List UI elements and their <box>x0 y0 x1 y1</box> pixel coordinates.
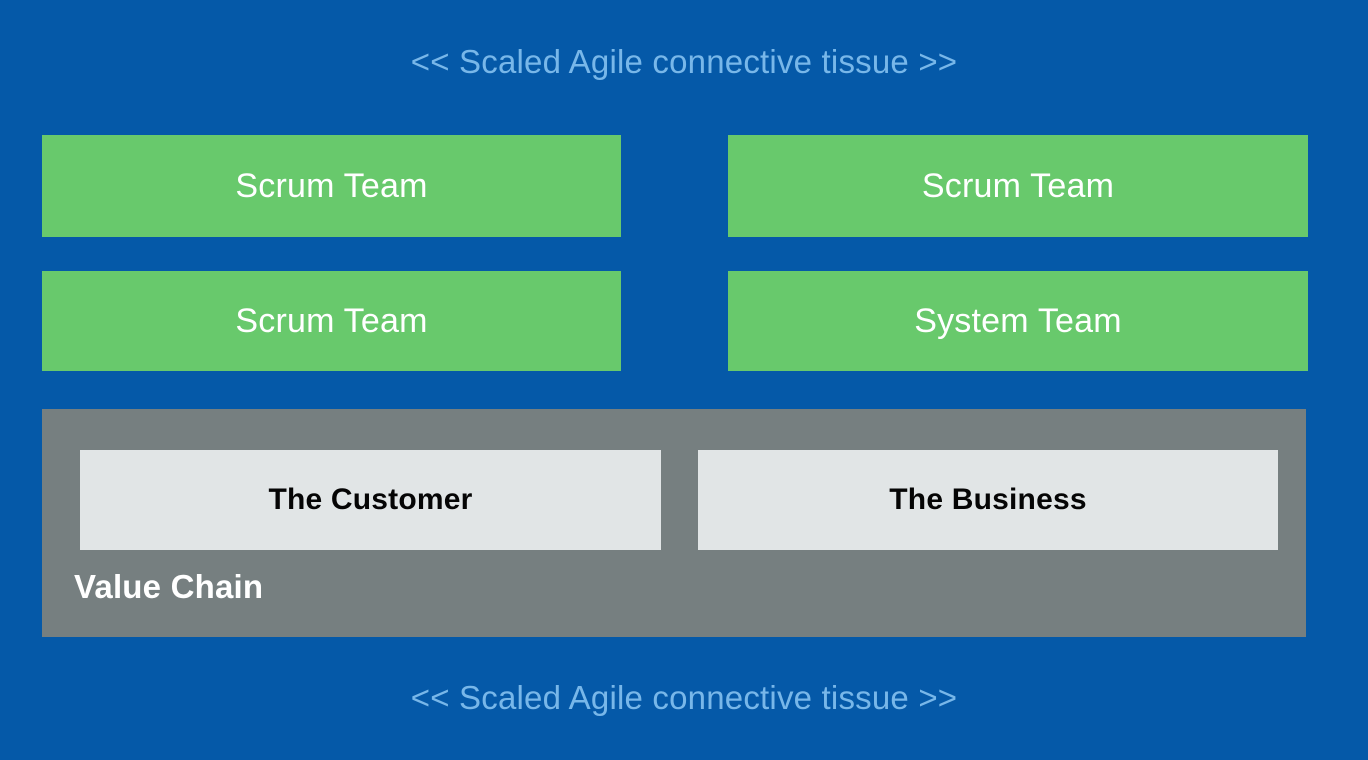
team-box-label: Scrum Team <box>235 166 428 205</box>
team-box-scrum-team-top-left[interactable]: Scrum Team <box>42 135 621 237</box>
team-box-scrum-team-bottom-left[interactable]: Scrum Team <box>42 271 621 371</box>
team-box-scrum-team-top-right[interactable]: Scrum Team <box>728 135 1308 237</box>
entity-box-the-customer[interactable]: The Customer <box>80 450 661 550</box>
entity-box-label: The Customer <box>268 483 473 516</box>
team-box-label: Scrum Team <box>921 166 1115 205</box>
connective-tissue-caption-bottom: << Scaled Agile connective tissue >> <box>410 679 958 716</box>
value-chain-container[interactable]: The Customer The Business Value Chain <box>42 409 1306 637</box>
entity-box-the-business[interactable]: The Business <box>698 450 1278 550</box>
entity-box-label: The Business <box>889 483 1087 516</box>
team-box-label: Scrum Team <box>235 301 428 340</box>
value-chain-label: Value Chain <box>74 568 264 605</box>
team-box-label: System Team <box>914 301 1122 340</box>
connective-tissue-caption-top: << Scaled Agile connective tissue >> <box>410 43 958 80</box>
team-box-system-team-bottom-right[interactable]: System Team <box>728 271 1308 371</box>
